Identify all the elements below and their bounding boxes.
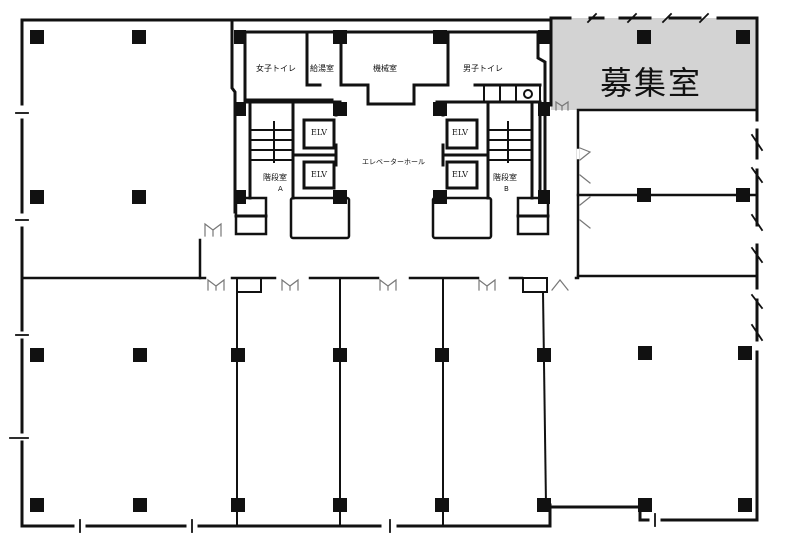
machine-room-label: 機械室 — [373, 64, 397, 73]
stair-b-letter: B — [504, 185, 509, 193]
interior-walls — [20, 108, 759, 527]
mens-toilet-label: 男子トイレ — [463, 64, 503, 73]
elevator-label: ELV — [311, 170, 327, 179]
columns — [30, 30, 752, 512]
available-room-highlight[interactable] — [551, 18, 757, 110]
stair-a-label: 階段室 — [263, 173, 287, 182]
elevator-hall-label: エレベーターホール — [362, 158, 425, 166]
elevator-label: ELV — [311, 128, 327, 137]
elevator-label: ELV — [452, 128, 468, 137]
elevator-label: ELV — [452, 170, 468, 179]
stair-a-letter: A — [278, 185, 283, 193]
outer-wall — [20, 16, 759, 528]
core-walls — [230, 16, 553, 240]
doors — [204, 100, 592, 291]
window-marks — [9, 12, 764, 533]
womens-toilet-label: 女子トイレ — [256, 64, 296, 73]
hot-water-room-label: 給湯室 — [310, 64, 334, 73]
stair-b-label: 階段室 — [493, 173, 517, 182]
available-room-label[interactable]: 募集室 — [600, 64, 703, 102]
